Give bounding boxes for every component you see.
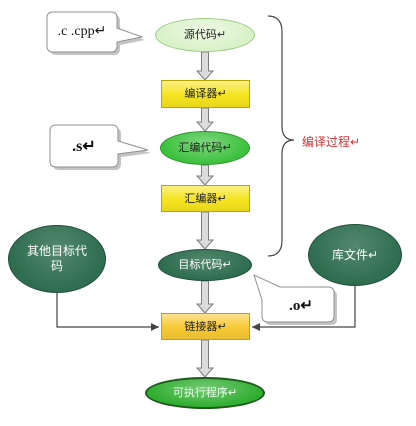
node-library-files: 库文件↵	[308, 224, 402, 286]
arrow-assembly-to-assembler	[195, 164, 215, 186]
node-linker-label: 链接器↵	[184, 319, 227, 333]
node-assembly-code-label: 汇编代码↵	[178, 141, 232, 155]
node-library-files-label: 库文件↵	[331, 247, 379, 262]
node-assembler: 汇编器↵	[161, 185, 250, 212]
node-other-object-code-label: 其他目标代码	[26, 244, 87, 273]
node-source-code: 源代码↵	[155, 18, 255, 52]
node-object-code-label: 目标代码↵	[178, 258, 232, 272]
node-executable: 可执行程序↵	[145, 377, 265, 409]
arrow-compiler-to-assembly	[195, 107, 215, 132]
callout-object-bubble	[253, 274, 335, 323]
node-other-object-code: 其他目标代码	[8, 225, 106, 293]
connector-library-to-linker	[252, 286, 356, 331]
node-executable-label: 可执行程序↵	[172, 386, 238, 400]
connector-other-object-to-linker	[56, 293, 159, 331]
node-source-code-label: 源代码↵	[183, 28, 227, 42]
arrow-linker-to-executable	[195, 339, 215, 378]
callout-assembly-extension: .s↵	[72, 138, 96, 155]
arrow-source-to-compiler	[195, 51, 215, 81]
node-object-code: 目标代码↵	[158, 249, 252, 281]
node-assembler-label: 汇编器↵	[184, 191, 227, 205]
compile-stage-brace	[267, 15, 295, 257]
arrow-object-to-linker	[195, 280, 215, 314]
callout-source-bubble	[46, 11, 144, 53]
node-compiler-label: 编译器↵	[184, 87, 227, 101]
node-linker: 链接器↵	[161, 313, 250, 340]
callout-source-extensions: .c .cpp↵	[57, 24, 107, 39]
node-compiler: 编译器↵	[161, 80, 250, 108]
node-assembly-code: 汇编代码↵	[160, 131, 250, 165]
compile-stage-label: 编译过程↵	[302, 135, 361, 149]
callout-assembly-bubble	[49, 124, 149, 168]
callout-object-extension: .o↵	[289, 298, 313, 314]
arrow-assembler-to-object	[195, 211, 215, 250]
